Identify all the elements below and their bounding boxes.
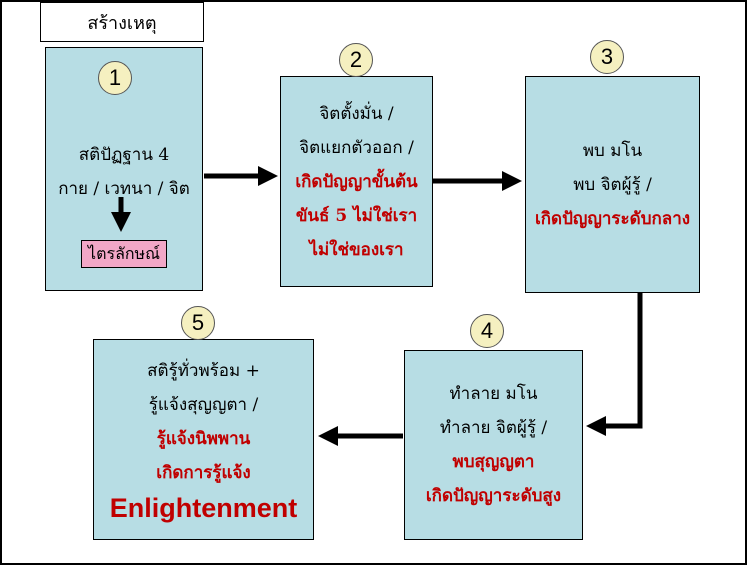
step-3-box: พบ มโน พบ จิตผู้รู้ / เกิดปัญญาระดับกลาง [525,76,700,293]
step-5-number-badge: 5 [181,306,215,340]
step-3-number-badge: 3 [590,40,624,74]
step-5-highlight-2: เกิดการรู้แจ้ง [156,462,251,483]
step-2-number-badge: 2 [339,43,373,77]
step-4-line1: ทำลาย มโน [449,384,538,404]
step-1-line1: สติปัฏฐาน 4 [78,145,170,165]
step-2-line2: จิตแยกตัวออก / [299,137,414,158]
arrow-step3-to-step4 [586,292,643,436]
slide-title: สร้างเหตุ [40,2,204,42]
step-5-box: สติรู้ทั่วพร้อม + รู้แจ้งสุญญตา / รู้แจ้… [93,339,314,540]
step-1-number-badge: 1 [98,61,132,95]
step-1-line2: กาย / เวทนา / จิต [58,179,190,199]
step-4-box: ทำลาย มโน ทำลาย จิตผู้รู้ / พบสุญญตา เกิ… [404,350,583,540]
step-1-box: สติปัฏฐาน 4 กาย / เวทนา / จิต ไตรลักษณ์ [45,47,203,291]
step-3-line2: พบ จิตผู้รู้ / [573,174,652,195]
step-2-line1: จิตตั้งมั่น / [319,103,394,124]
step-3-highlight-1: เกิดปัญญาระดับกลาง [534,208,691,229]
step-5-line2: รู้แจ้งสุญญตา / [148,394,259,415]
step-4-highlight-2: เกิดปัญญาระดับสูง [425,486,562,506]
step-5-line1: สติรู้ทั่วพร้อม + [147,360,260,381]
step-3-line1: พบ มโน [582,140,643,161]
step-2-highlight-2: ขันธ์ 5 ไม่ใช่เรา [295,205,418,226]
step-4-line2: ทำลาย จิตผู้รู้ / [439,418,548,438]
step-2-highlight-1: เกิดปัญญาขั้นต้น [295,171,418,192]
step-4-highlight-1: พบสุญญตา [452,452,535,472]
step-4-number-badge: 4 [470,314,504,348]
step-5-english-label: Enlightenment [109,492,298,523]
step-1-tag: ไตรลักษณ์ [81,240,167,268]
step-2-box: จิตตั้งมั่น / จิตแยกตัวออก / เกิดปัญญาขั… [280,76,433,287]
step-5-highlight-1: รู้แจ้งนิพพาน [156,428,251,449]
step-2-highlight-3: ไม่ใช่ของเรา [309,239,404,260]
